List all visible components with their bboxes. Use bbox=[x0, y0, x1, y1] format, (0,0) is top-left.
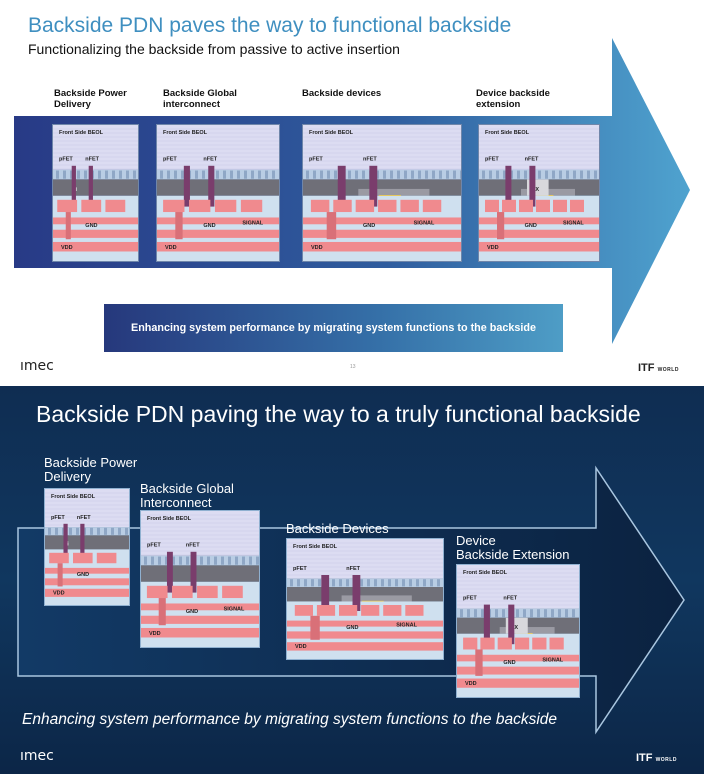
cross-section-diagram-global-interconnect: Front Side BEOLpFETnFETSiVDDGNDSIGNAL bbox=[140, 510, 260, 648]
label-line: Delivery bbox=[44, 469, 91, 484]
label-vdd: VDD bbox=[61, 245, 73, 251]
label-signal: SIGNAL bbox=[542, 657, 563, 663]
label-nfet: nFET bbox=[203, 156, 217, 162]
label-pfet: pFET bbox=[309, 156, 323, 162]
column-label-backside-devices: Backside Devices bbox=[286, 522, 389, 536]
label-line: Backside Extension bbox=[456, 547, 570, 562]
label-vdd: VDD bbox=[465, 681, 477, 687]
imec-logo: ımec bbox=[20, 748, 54, 764]
label-front-side-beol: Front Side BEOL bbox=[293, 544, 338, 550]
cross-section-diagram-power-delivery: Front Side BEOLpFETnFETSiVDDGND bbox=[52, 124, 139, 262]
itf-world-logo: ITF WORLD bbox=[638, 362, 679, 374]
label-gnd: GND bbox=[346, 625, 358, 631]
label-line: Backside Devices bbox=[286, 521, 389, 536]
cross-section-diagram-device-extension: Front Side BEOLpFETnFETSiXVDDGNDSIGNAL bbox=[456, 564, 580, 698]
diagram-drawing: Front Side BEOLpFETnFETSiXVDDGNDSIGNAL bbox=[457, 565, 579, 697]
label-signal: SIGNAL bbox=[563, 220, 584, 226]
itf-logo-small-text: WORLD bbox=[657, 367, 679, 373]
column-label-backside-devices: Backside devices bbox=[302, 88, 382, 99]
column-label-global-interconnect: Backside Global Interconnect bbox=[140, 482, 234, 510]
label-vdd: VDD bbox=[149, 631, 161, 637]
diagram-drawing: Front Side BEOLpFETnFETSiVDDGNDSIGNAL bbox=[303, 125, 461, 261]
itf-logo-small-text: WORLD bbox=[655, 757, 677, 763]
slide-subtitle: Functionalizing the backside from passiv… bbox=[28, 41, 400, 57]
diagram-drawing: Front Side BEOLpFETnFETSiVDDGNDSIGNAL bbox=[157, 125, 279, 261]
label-pfet: pFET bbox=[59, 156, 73, 162]
label-line: Interconnect bbox=[140, 495, 212, 510]
label-signal: SIGNAL bbox=[396, 623, 417, 629]
label-gnd: GND bbox=[363, 223, 375, 229]
label-signal: SIGNAL bbox=[224, 606, 245, 612]
diagram-drawing: Front Side BEOLpFETnFETSiVDDGNDSIGNAL bbox=[287, 539, 443, 659]
slide-2: Backside PDN paving the way to a truly f… bbox=[0, 386, 704, 774]
column-label-power-delivery: Backside Power Delivery bbox=[54, 88, 127, 110]
slide-title: Backside PDN paving the way to a truly f… bbox=[36, 401, 641, 427]
label-front-side-beol: Front Side BEOL bbox=[59, 130, 104, 136]
slide-1: Backside PDN paves the way to functional… bbox=[0, 0, 704, 383]
label-signal: SIGNAL bbox=[414, 220, 435, 226]
label-pfet: pFET bbox=[147, 542, 161, 548]
label-front-side-beol: Front Side BEOL bbox=[463, 570, 508, 576]
slide-title: Backside PDN paves the way to functional… bbox=[28, 14, 512, 37]
diagram-drawing: Front Side BEOLpFETnFETSiVDDGND bbox=[53, 125, 138, 261]
summary-caption: Enhancing system performance by migratin… bbox=[22, 711, 558, 728]
label-nfet: nFET bbox=[85, 156, 99, 162]
summary-banner: Enhancing system performance by migratin… bbox=[104, 304, 563, 352]
label-gnd: GND bbox=[203, 223, 215, 229]
label-nfet: nFET bbox=[363, 156, 377, 162]
imec-logo: ımec bbox=[20, 358, 54, 374]
page-number: 13 bbox=[350, 364, 356, 370]
label-vdd: VDD bbox=[295, 644, 307, 650]
itf-world-logo: ITF WORLD bbox=[636, 752, 677, 764]
cross-section-diagram-backside-devices: Front Side BEOLpFETnFETSiVDDGNDSIGNAL bbox=[286, 538, 444, 660]
itf-logo-text: ITF bbox=[638, 362, 655, 374]
cross-section-diagram-device-extension: Front Side BEOLpFETnFETSiXVDDGNDSIGNAL bbox=[478, 124, 600, 262]
label-line: Device bbox=[456, 533, 496, 548]
label-pfet: pFET bbox=[485, 156, 499, 162]
label-front-side-beol: Front Side BEOL bbox=[147, 516, 192, 522]
column-label-device-extension: Device backside extension bbox=[476, 88, 550, 110]
diagram-drawing: Front Side BEOLpFETnFETSiVDDGND bbox=[45, 489, 129, 605]
label-front-side-beol: Front Side BEOL bbox=[51, 494, 96, 500]
diagram-drawing: Front Side BEOLpFETnFETSiXVDDGNDSIGNAL bbox=[479, 125, 599, 261]
label-pfet: pFET bbox=[293, 566, 307, 572]
label-vdd: VDD bbox=[165, 245, 177, 251]
label-pfet: pFET bbox=[463, 595, 477, 601]
cross-section-diagram-power-delivery: Front Side BEOLpFETnFETSiVDDGND bbox=[44, 488, 130, 606]
label-front-side-beol: Front Side BEOL bbox=[309, 130, 354, 136]
label-pfet: pFET bbox=[51, 515, 65, 521]
cross-section-diagram-global-interconnect: Front Side BEOLpFETnFETSiVDDGNDSIGNAL bbox=[156, 124, 280, 262]
diagram-drawing: Front Side BEOLpFETnFETSiVDDGNDSIGNAL bbox=[141, 511, 259, 647]
label-nfet: nFET bbox=[346, 566, 360, 572]
label-gnd: GND bbox=[503, 660, 515, 666]
label-line: Backside Global bbox=[140, 481, 234, 496]
label-nfet: nFET bbox=[186, 542, 200, 548]
label-vdd: VDD bbox=[487, 245, 499, 251]
label-gnd: GND bbox=[85, 223, 97, 229]
label-gnd: GND bbox=[525, 223, 537, 229]
column-label-power-delivery: Backside Power Delivery bbox=[44, 456, 137, 484]
label-gnd: GND bbox=[186, 609, 198, 615]
label-front-side-beol: Front Side BEOL bbox=[485, 130, 530, 136]
label-nfet: nFET bbox=[503, 595, 517, 601]
label-nfet: nFET bbox=[525, 156, 539, 162]
label-x-mark: X bbox=[535, 187, 539, 193]
column-label-global-interconnect: Backside Global interconnect bbox=[163, 88, 237, 110]
cross-section-diagram-backside-devices: Front Side BEOLpFETnFETSiVDDGNDSIGNAL bbox=[302, 124, 462, 262]
label-vdd: VDD bbox=[311, 245, 323, 251]
label-line: Backside Power bbox=[44, 455, 138, 470]
label-x-mark: X bbox=[514, 625, 518, 631]
label-signal: SIGNAL bbox=[242, 220, 263, 226]
label-vdd: VDD bbox=[53, 591, 65, 597]
column-label-device-extension: Device Backside Extension bbox=[456, 534, 569, 562]
label-gnd: GND bbox=[77, 572, 89, 578]
label-front-side-beol: Front Side BEOL bbox=[163, 130, 208, 136]
label-nfet: nFET bbox=[77, 515, 91, 521]
itf-logo-text: ITF bbox=[636, 752, 653, 764]
label-pfet: pFET bbox=[163, 156, 177, 162]
